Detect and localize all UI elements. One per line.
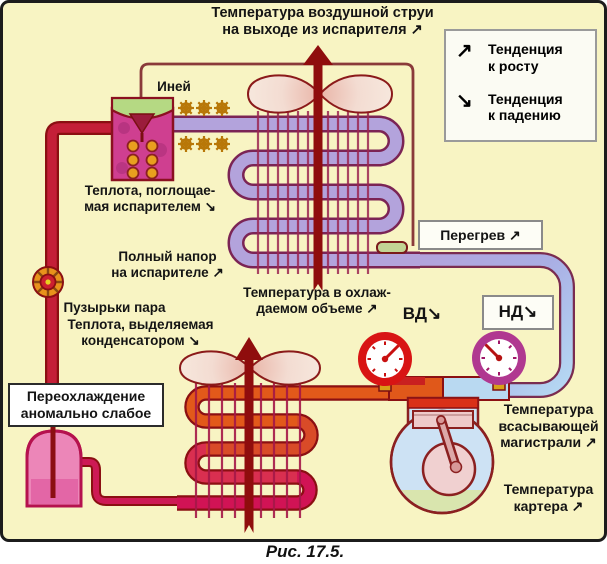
low-pressure-box: НД↘ [482,295,554,330]
legend: ↗ Тенденция к росту ↘ Тенденция к падени… [444,29,597,142]
cooled-volume-temp-label: Температура в охлаж- даемом объеме ↗ [243,285,391,316]
legend-rise-label: Тенденция к росту [488,41,563,74]
valve-icon [32,266,64,298]
compressor [388,376,510,515]
subcooling-box: Переохлаждение аномально слабое [8,383,164,427]
frost-label: Иней [157,79,191,94]
trend-down-arrow-icon: ↘ [456,89,473,112]
equalizer-line-icon [139,62,415,246]
liquid-line [45,121,112,420]
hp-gauge-icon [358,332,412,392]
bubble-icons [126,139,159,180]
trend-up-arrow-icon: ↗ [456,40,473,62]
suction-line [420,252,575,398]
legend-fall-row: ↘ Тенденция к падению [456,91,589,125]
heat-released-label: Теплота, выделяемая конденсатором ↘ [67,317,214,348]
condenser-airflow-arrow-icon [235,337,263,533]
evaporator-airflow-arrow-icon [303,45,333,291]
air-outlet-temp-label: Температура воздушной струи на выходе из… [211,5,434,39]
vapor-bubbles-label: Пузырьки пара [63,300,166,315]
suction-line-temp-label: Температура всасывающей магистрали ↗ [498,401,599,451]
crankcase-temp-label: Температура картера ↗ [503,481,594,514]
receiver [25,420,180,508]
superheat-box: Перегрев ↗ [418,220,543,250]
lp-gauge-icon [472,331,526,391]
legend-fall-label: Тенденция к падению [488,90,563,124]
high-pressure-label: ВД↘ [402,304,442,323]
figure-caption: Рис. 17.5. [265,542,345,561]
heat-absorbed-label: Теплота, поглощае- мая испарителем ↘ [84,183,216,214]
evaporator-head-label: Полный напор на испарителе ↗ [111,249,224,280]
evaporator-fan-icon [246,74,394,114]
condenser-fan-icon [178,350,322,386]
sensor-bulb-icon [376,241,408,254]
legend-rise-row: ↗ Тенденция к росту [456,41,589,75]
txv-valve [110,96,175,182]
